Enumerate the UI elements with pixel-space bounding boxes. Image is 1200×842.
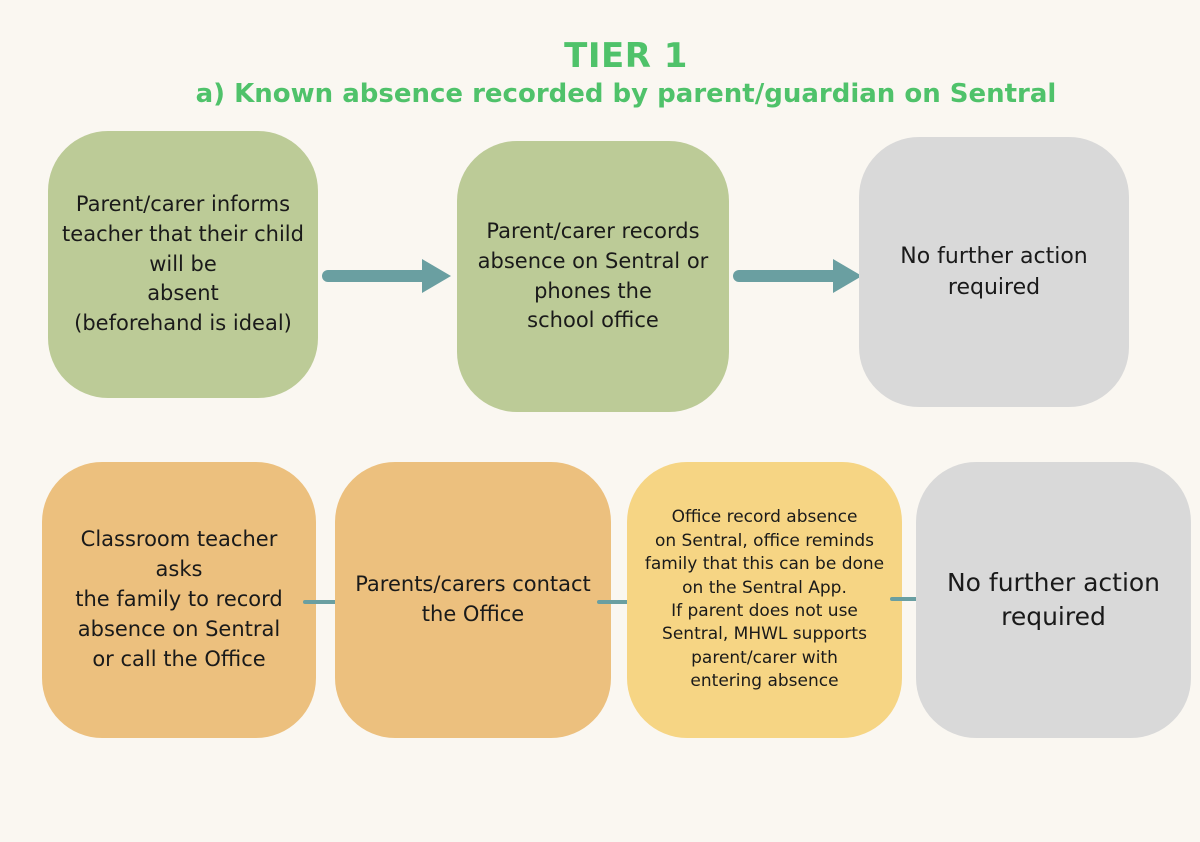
row1-arrow-2-icon (733, 259, 862, 293)
row1-step1-box: Parent/carer informs teacher that their … (48, 131, 318, 398)
row2-step1-box: Classroom teacher asks the family to rec… (42, 462, 316, 738)
row2-step4-text: No further action required (946, 567, 1161, 632)
row1-step3-text: No further action required (900, 243, 1088, 300)
tier-title: TIER 1 (564, 36, 688, 76)
tier-subtitle: a) Known absence recorded by parent/guar… (195, 79, 1057, 109)
row2-step2-text: Parents/carers contact the Office (355, 572, 591, 626)
row1-step1-text: Parent/carer informs teacher that their … (62, 191, 304, 336)
row1-step2-text: Parent/carer records absence on Sentral … (477, 218, 709, 333)
row2-step1-text: Classroom teacher asks the family to rec… (75, 527, 283, 671)
row1-step3-box: No further action required (859, 137, 1129, 407)
row2-step4-box: No further action required (916, 462, 1191, 738)
row2-step3-box: Office record absence on Sentral, office… (627, 462, 902, 738)
row1-arrow-1-icon (322, 259, 451, 293)
row2-step2-box: Parents/carers contact the Office (335, 462, 611, 738)
row1-step2-box: Parent/carer records absence on Sentral … (457, 141, 729, 412)
row2-step3-text: Office record absence on Sentral, office… (644, 507, 885, 692)
